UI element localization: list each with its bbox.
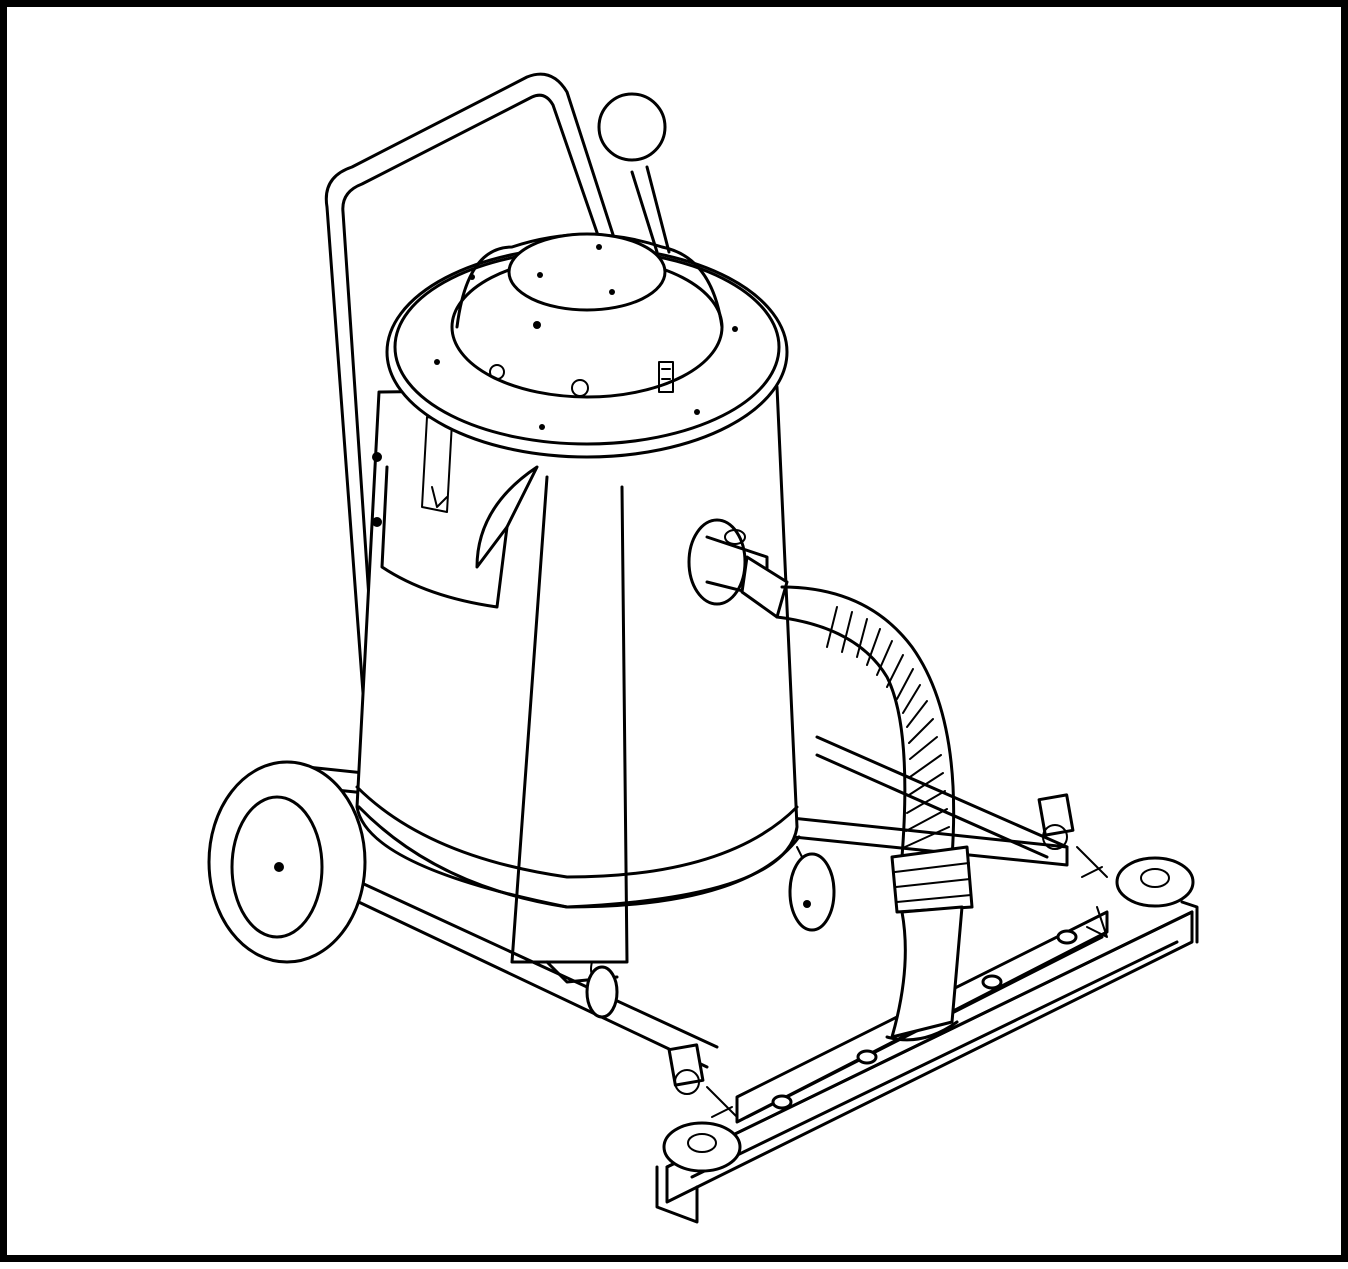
handle [324,72,671,749]
wet-vacuum-squeegee-illustration [207,72,1199,1224]
inlet-fitting [687,518,789,619]
vacuum-hose [775,585,974,1042]
recovery-tank [355,385,836,1019]
squeegee-wheel-left-icon [662,1121,742,1173]
rear-wheel [207,760,367,964]
squeegee-wheel-right-icon [1115,856,1195,908]
tank-lid [385,232,789,459]
control-knob-icon [597,92,667,162]
